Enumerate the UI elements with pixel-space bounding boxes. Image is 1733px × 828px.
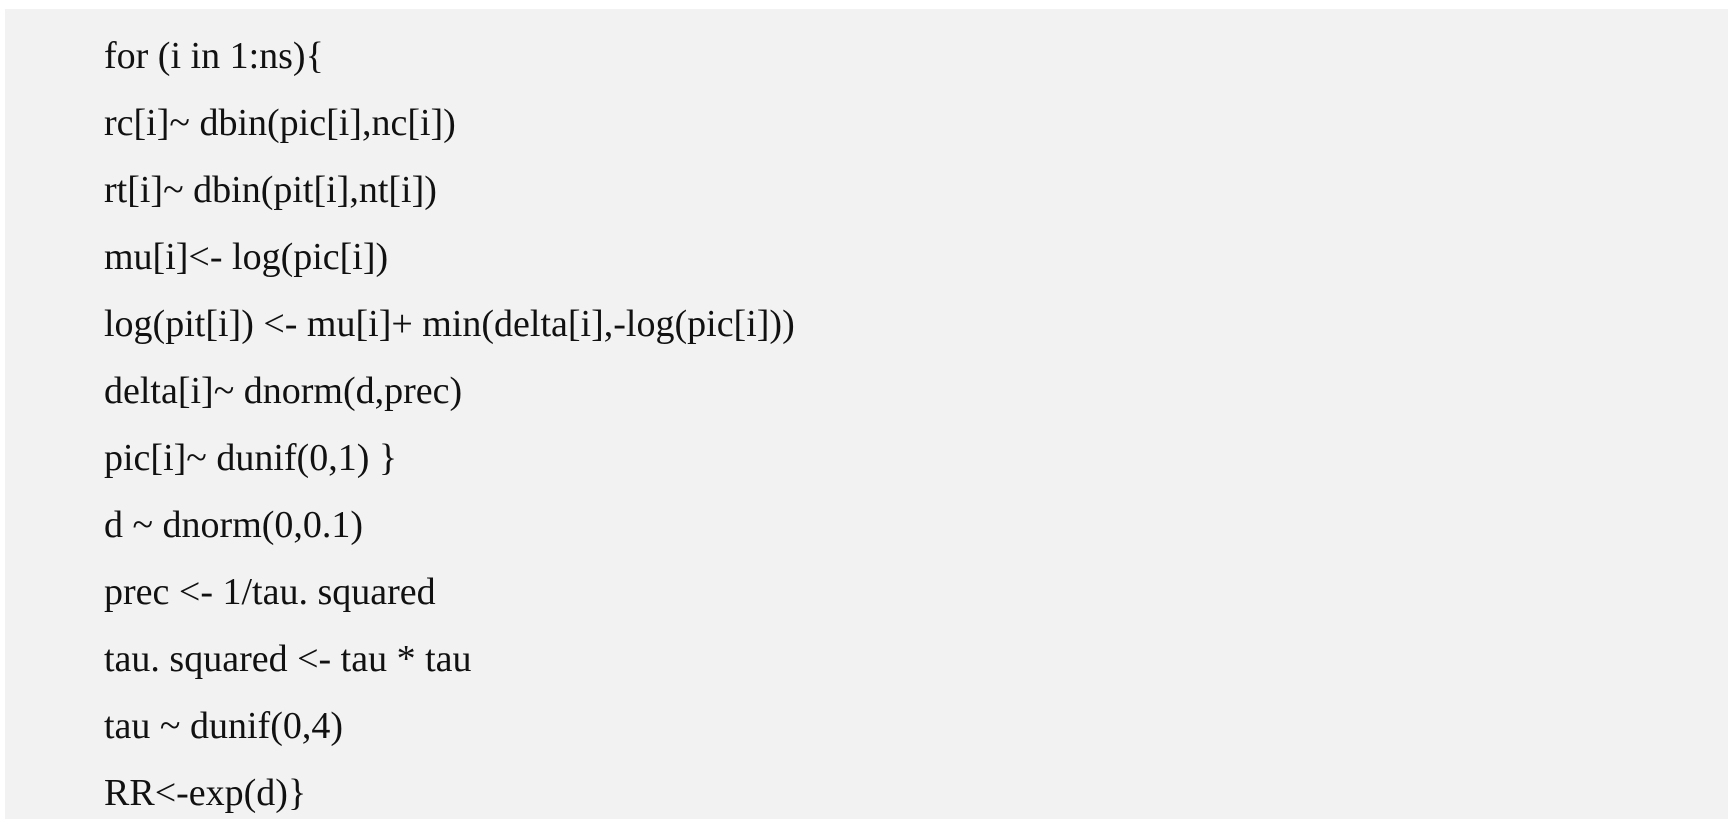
code-line: tau. squared <- tau * tau — [104, 638, 472, 680]
code-line: tau ~ dunif(0,4) — [104, 705, 344, 747]
code-line: d ~ dnorm(0,0.1) — [104, 504, 364, 546]
code-line: RR<-exp(d)} — [104, 772, 307, 814]
code-block: for (i in 1:ns){ rc[i]~ dbin(pic[i],nc[i… — [5, 9, 1728, 819]
code-line: prec <- 1/tau. squared — [104, 571, 436, 613]
code-line: pic[i]~ dunif(0,1) } — [104, 437, 398, 479]
code-lines: for (i in 1:ns){ rc[i]~ dbin(pic[i],nc[i… — [104, 23, 795, 827]
code-line: rt[i]~ dbin(pit[i],nt[i]) — [104, 169, 437, 211]
code-line: mu[i]<- log(pic[i]) — [104, 236, 389, 278]
code-line: for (i in 1:ns){ — [104, 35, 324, 77]
code-line: log(pit[i]) <- mu[i]+ min(delta[i],-log(… — [104, 303, 795, 345]
code-line: delta[i]~ dnorm(d,prec) — [104, 370, 463, 412]
code-line: rc[i]~ dbin(pic[i],nc[i]) — [104, 102, 456, 144]
